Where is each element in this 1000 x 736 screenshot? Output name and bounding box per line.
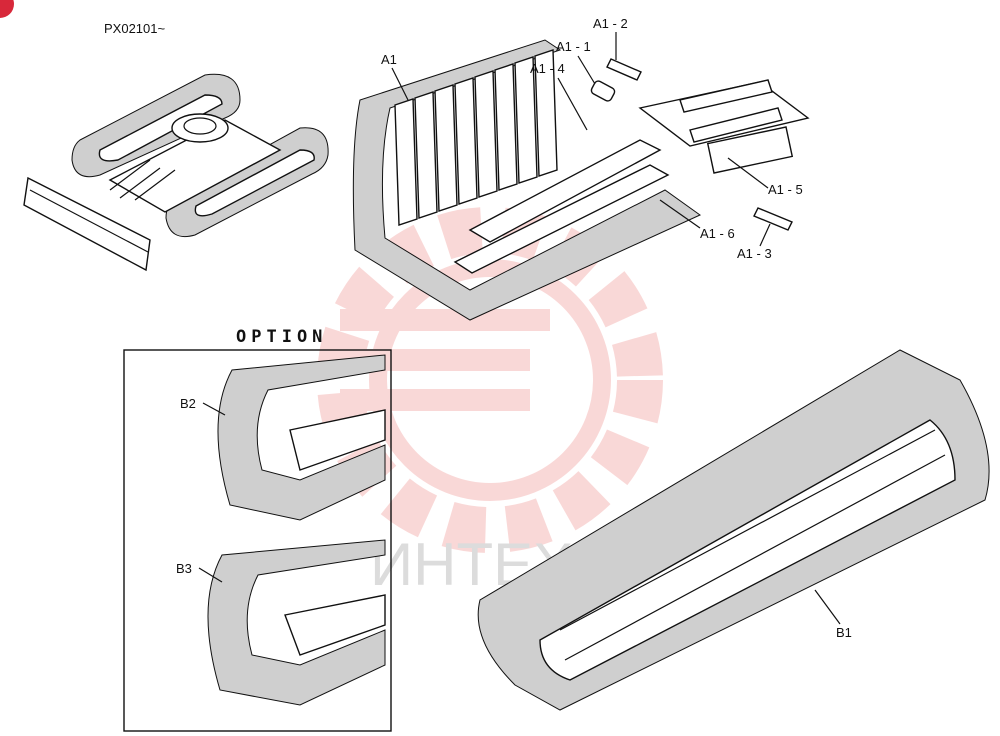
callout-a1-2: A1 - 2 [593,16,628,31]
rubber-track-b3-drawing [207,539,386,706]
watermark-logo-icon [317,207,663,553]
rubber-track-b2-drawing [217,354,386,521]
callout-a1-5: A1 - 5 [768,182,803,197]
corner-badge-icon [0,0,14,18]
callout-a1-4: A1 - 4 [530,61,565,76]
track-shoe-plate [454,77,478,205]
callout-b2: B2 [180,396,196,411]
track-shoe-plate [474,70,498,198]
callout-a1-1: A1 - 1 [556,39,591,54]
callout-a1-6: A1 - 6 [700,226,735,241]
callout-a1-3: A1 - 3 [737,246,772,261]
track-pin-icon [606,58,642,81]
track-shoe-plate [434,84,458,212]
track-shoe-plate [394,98,418,226]
steel-track-assembly-drawing [352,39,810,321]
track-shoe-plate [494,63,518,191]
option-title: OPTION [236,327,327,347]
option-box [123,349,392,732]
track-shoe-plate [414,91,438,219]
track-shoe-plate [514,56,538,184]
callout-a1: A1 [381,52,397,67]
excavator-undercarriage-drawing [23,73,329,272]
a1-callouts: A1 A1 - 2 A1 - 1 A1 - 4 A1 - 5 A1 - 6 A1… [381,16,803,261]
rubber-track-b1-drawing [477,349,990,711]
callout-b1: B1 [836,625,852,640]
track-shoe-plate [534,49,558,177]
serial-range-label: PX02101~ [104,21,165,36]
callout-b3: B3 [176,561,192,576]
